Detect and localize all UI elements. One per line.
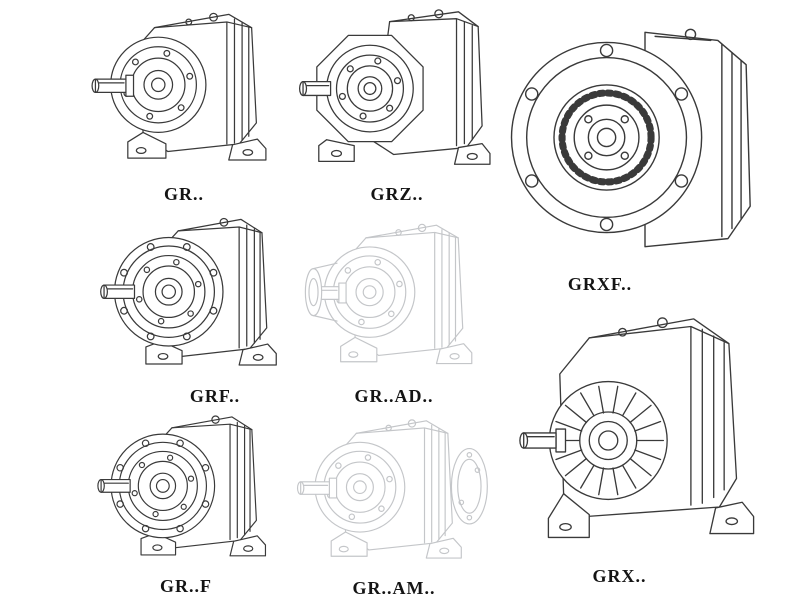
gearbox-figure-grf: GRF.. <box>82 208 304 410</box>
grx-gearbox-drawing <box>488 298 795 564</box>
grz-gearbox-drawing <box>290 0 504 182</box>
gearbox-figure-gr: GR.. <box>84 0 284 208</box>
gearbox-figure-grz: GRZ.. <box>290 0 504 208</box>
grxf-gearbox-drawing <box>498 4 792 272</box>
grf-gearbox-drawing <box>82 208 304 384</box>
gr-am-gearbox-drawing <box>288 410 500 576</box>
gearbox-label-gr-f: GR..F <box>160 576 212 596</box>
gearbox-label-gr-ad: GR..AD.. <box>354 386 434 406</box>
gearbox-figure-grx: GRX.. <box>488 298 795 590</box>
gearbox-figure-grxf: GRXF.. <box>498 4 792 298</box>
gearbox-label-grxf: GRXF.. <box>567 274 633 294</box>
gearbox-figure-gr-am: GR..AM.. <box>288 410 500 600</box>
gearbox-figure-gr-ad: GR..AD.. <box>290 212 498 410</box>
gr-f-gearbox-drawing <box>82 406 290 574</box>
gearbox-label-grx: GRX.. <box>592 566 647 586</box>
gearbox-label-gr-am: GR..AM.. <box>352 578 436 598</box>
gr-ad-gearbox-drawing <box>290 212 498 384</box>
gr-gearbox-drawing <box>84 0 284 182</box>
gearbox-label-grf: GRF.. <box>189 386 241 406</box>
gearbox-label-gr: GR.. <box>164 184 204 204</box>
gearbox-figure-gr-f: GR..F <box>82 406 290 600</box>
gearbox-label-grz: GRZ.. <box>370 184 424 204</box>
